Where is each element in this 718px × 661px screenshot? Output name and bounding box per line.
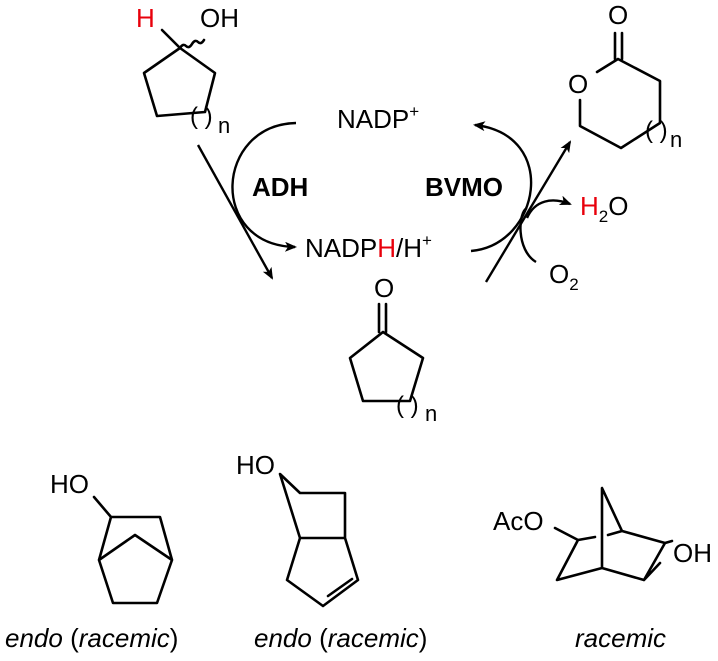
bicycloheptenol-ho-label: HO [236,450,275,480]
water-release-arrow [525,195,572,219]
adh-cycle-arrow [231,121,297,252]
water-label: H2O [580,191,628,226]
alcohol-h-label: H [136,3,155,33]
alcohol-oh-label: OH [200,3,239,33]
adh-enzyme-label: ADH [252,172,308,202]
bvmo-enzyme-label: BVMO [425,172,503,202]
norborneol-ho-label: HO [50,469,89,499]
lactone-ring [578,57,662,150]
lactone-carbonyl-o: O [608,0,628,30]
substrate-alcohol: H OH ( ) n [136,3,239,138]
ketone-to-lactone-arrow [484,140,572,283]
hydroxy-label: OH [673,538,712,568]
norborneol-skeleton [92,495,174,605]
nadp-plus-label: NADP+ [337,102,419,134]
ketone-intermediate: O ( ) n [348,273,437,426]
lactone-ring-o: O [568,69,588,99]
nadph-label: NADPH/H+ [305,231,432,263]
ketone-bracket-label: ( ) [396,392,419,419]
acetoxy-norbornanol-skeleton [553,486,674,582]
o2-consumption-arrow [519,206,537,264]
ketone-c-o-double-bond [377,302,388,334]
lactone-n-label: n [670,127,682,152]
lactone-bracket-label: ( ) [645,117,668,144]
bicycloheptenol-skeleton [278,472,360,608]
wavy-oh-bond [178,38,206,50]
lactone-c-o-double-bond [613,31,624,61]
substrate-norborneol: HO endo (racemic) [5,469,178,653]
bvmo-cycle-arrow [470,121,533,253]
c-h-bond [160,28,182,50]
alcohol-n-label: n [218,113,230,138]
lactone-product: O O ( ) n [568,0,682,152]
cyclopentane-ring [142,46,217,118]
acetoxy-norbornanol-caption: racemic [575,623,666,653]
acetoxy-label: AcO [493,506,544,536]
oxygen-label: O2 [549,259,579,294]
ketone-o-label: O [374,273,394,303]
alcohol-to-ketone-arrow [196,144,274,280]
substrate-bicycloheptenol: HO endo (racemic) [236,450,427,653]
alcohol-bracket-label: ( ) [190,103,213,130]
norborneol-caption: endo (racemic) [5,623,178,653]
ketone-n-label: n [425,401,437,426]
bicycloheptenol-caption: endo (racemic) [254,623,427,653]
ketone-ring [348,330,425,403]
substrate-acetoxy-norbornanol: AcO OH racemic [493,486,712,653]
